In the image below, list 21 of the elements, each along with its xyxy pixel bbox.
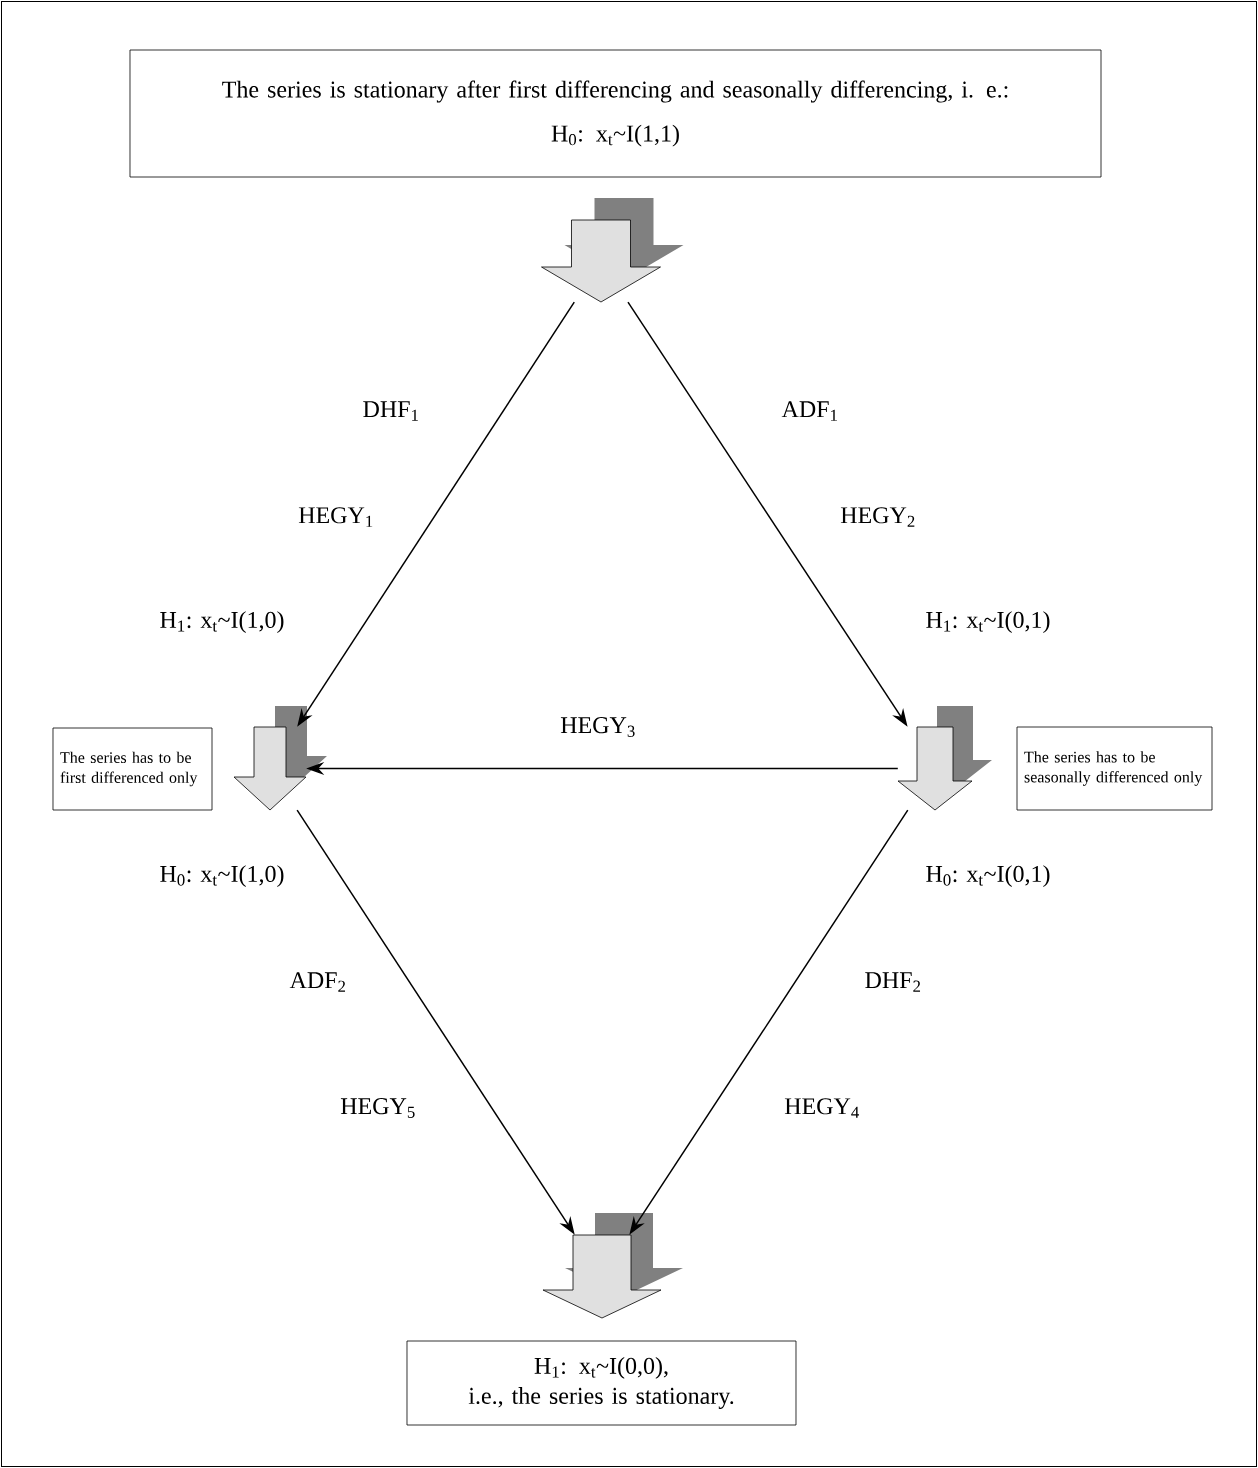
label: HEGY$_{4}$: [784, 1098, 859, 1118]
label: H$_{0}$: x$_{t}$~I(0,1): [926, 865, 1050, 887]
label: DHF$_{1}$: [363, 401, 418, 421]
label: H$_{1}$: x$_{t}$~I(1,0): [160, 611, 284, 633]
block-arrow: [897, 706, 992, 811]
label: DHF$_{2}$: [865, 972, 920, 992]
label: H$_{0}$: x$_{t}$~I(1,0): [160, 865, 284, 887]
label: ADF$_{2}$: [289, 972, 345, 992]
text-box: The series is stationary after first differencing and seasonally differencing, i. e.: H$_{0}$: x$_{t}$~I(1,1): [129, 49, 1102, 178]
text-box: The series has to be seasonally differenced only: [1016, 726, 1213, 811]
block-arrow: [541, 198, 684, 303]
label: H$_{1}$: x$_{t}$~I(0,1): [926, 611, 1050, 633]
text-box: The series has to be first differenced only: [52, 727, 213, 811]
label: HEGY$_{3}$: [560, 717, 635, 737]
label: HEGY$_{5}$: [340, 1098, 415, 1118]
text-box: H$_{1}$: x$_{t}$~I(0,0), i.e., the series is stationary.: [406, 1340, 797, 1426]
block-arrow: [233, 706, 327, 811]
label: ADF$_{1}$: [781, 401, 837, 421]
label: HEGY$_{1}$: [298, 507, 373, 527]
label: HEGY$_{2}$: [840, 507, 915, 527]
block-arrow: [542, 1213, 683, 1319]
